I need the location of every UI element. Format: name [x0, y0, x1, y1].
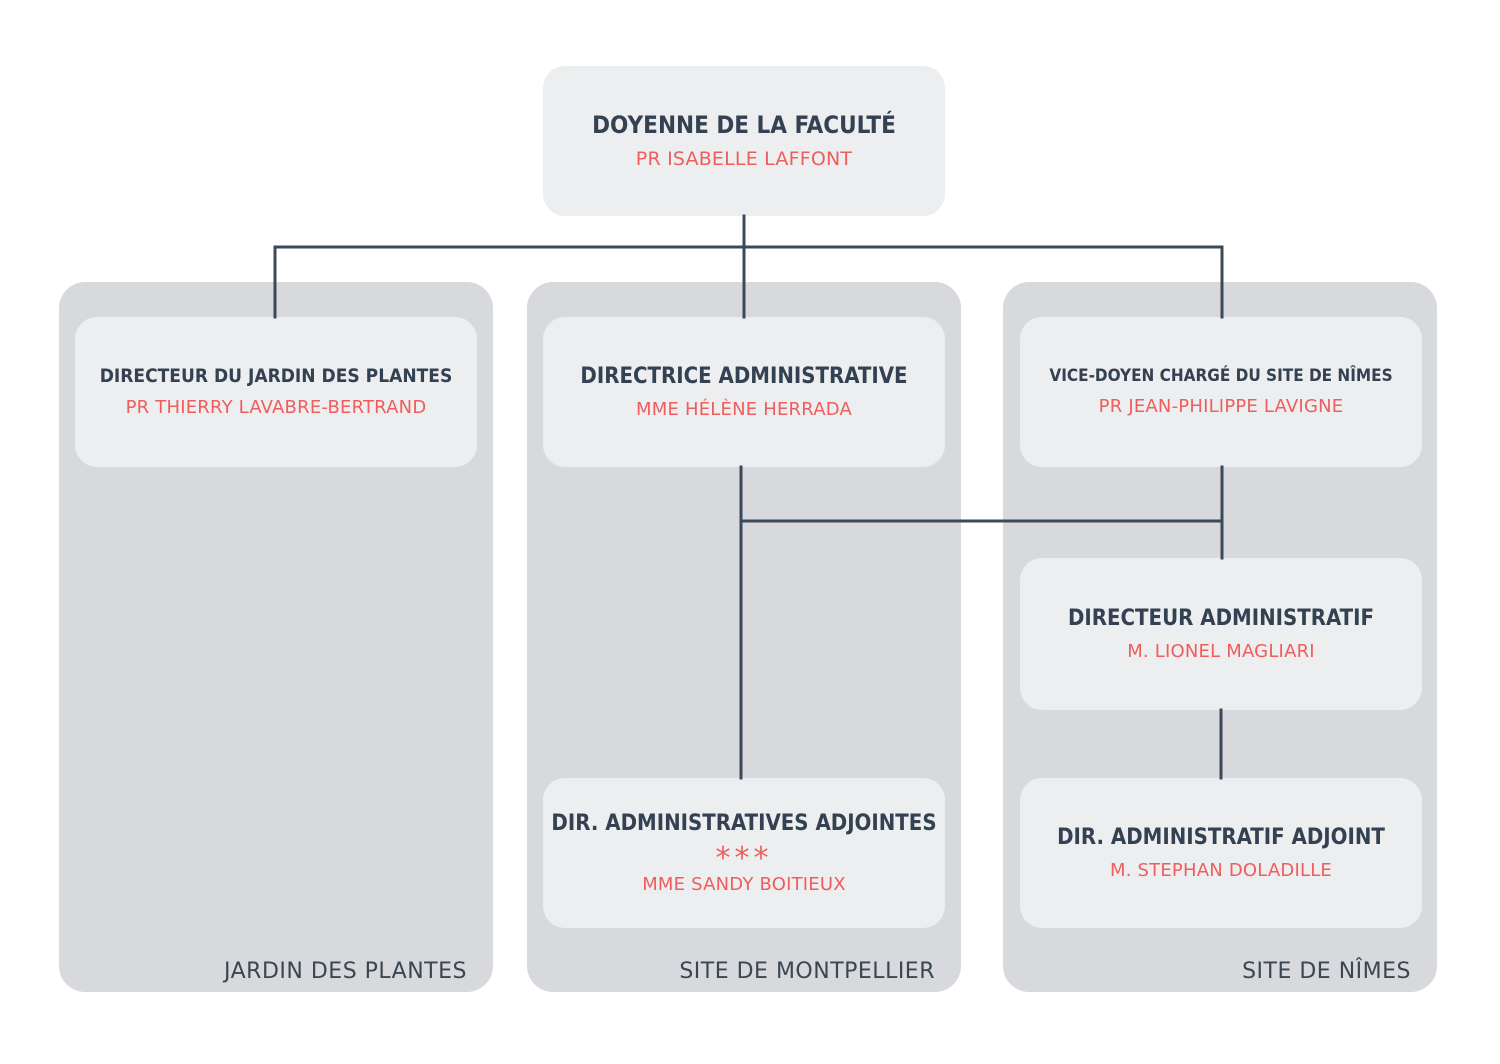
site-label-nimes: SITE DE NÎMES	[1242, 959, 1411, 984]
node-vice-dean-nimes: VICE-DOYEN CHARGÉ DU SITE DE NÎMES PR JE…	[1020, 317, 1422, 467]
node-title: DIRECTEUR DU JARDIN DES PLANTES	[99, 365, 453, 388]
node-person: PR JEAN-PHILIPPE LAVIGNE	[1098, 395, 1344, 417]
node-admin-director-montpellier: DIRECTRICE ADMINISTRATIVE MME HÉLÈNE HER…	[543, 317, 945, 467]
node-person: MME HÉLÈNE HERRADA	[636, 398, 852, 420]
node-dean: DOYENNE DE LA FACULTÉ PR ISABELLE LAFFON…	[543, 66, 945, 216]
node-person: M. LIONEL MAGLIARI	[1127, 640, 1315, 662]
node-title: DOYENNE DE LA FACULTÉ	[592, 110, 896, 139]
node-separator-stars: ***	[715, 841, 773, 877]
node-admin-director-nimes: DIRECTEUR ADMINISTRATIF M. LIONEL MAGLIA…	[1020, 558, 1422, 710]
node-title: DIRECTEUR ADMINISTRATIF	[1067, 606, 1375, 632]
node-person: PR THIERRY LAVABRE-BERTRAND	[125, 396, 427, 418]
node-title: VICE-DOYEN CHARGÉ DU SITE DE NÎMES	[1049, 366, 1393, 387]
node-title: DIR. ADMINISTRATIVES ADJOINTES	[551, 810, 937, 836]
node-title: DIRECTRICE ADMINISTRATIVE	[580, 364, 908, 390]
node-deputy-directors-montpellier: DIR. ADMINISTRATIVES ADJOINTES *** MME S…	[543, 778, 945, 928]
node-jardin-director: DIRECTEUR DU JARDIN DES PLANTES PR THIER…	[75, 317, 477, 467]
node-person: MME SANDY BOITIEUX	[642, 874, 846, 896]
node-deputy-director-nimes: DIR. ADMINISTRATIF ADJOINT M. STEPHAN DO…	[1020, 778, 1422, 928]
site-label-montpellier: SITE DE MONTPELLIER	[679, 959, 935, 984]
node-title: DIR. ADMINISTRATIF ADJOINT	[1057, 825, 1385, 851]
node-person: PR ISABELLE LAFFONT	[635, 148, 853, 171]
node-person: M. STEPHAN DOLADILLE	[1109, 859, 1333, 881]
site-label-jardin: JARDIN DES PLANTES	[224, 959, 467, 984]
